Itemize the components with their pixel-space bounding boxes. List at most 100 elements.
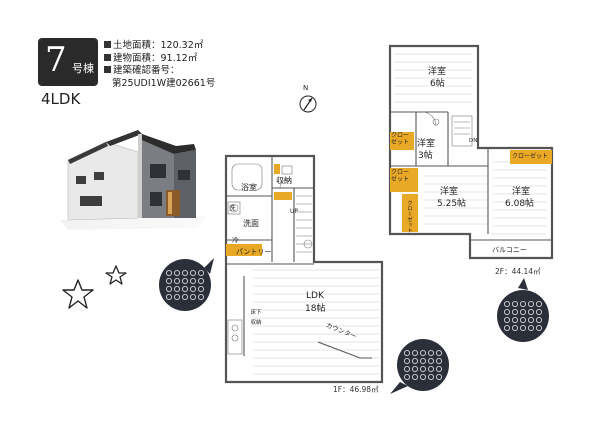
ldk-size: 18帖 xyxy=(305,304,326,314)
building-area: 建物面積：91.12㎡ xyxy=(113,52,198,64)
house-illustration xyxy=(60,130,206,230)
bubble-dot xyxy=(182,277,189,284)
bubble-dot xyxy=(536,308,543,315)
bullet-square-icon xyxy=(104,53,111,61)
pantry-label: パントリー xyxy=(236,248,272,256)
closet-3-label: クローゼット xyxy=(406,200,412,233)
bubble-dot xyxy=(173,277,180,284)
bubble-dot xyxy=(165,277,172,284)
bubble-dot xyxy=(503,308,510,315)
bubble-dot xyxy=(411,366,418,373)
washroom-label: 洗面 xyxy=(243,219,259,228)
star-decoration xyxy=(62,265,127,309)
floor-storage-label: 床下収納 xyxy=(250,310,262,326)
bubble-dot xyxy=(536,317,543,324)
bubble-dot xyxy=(428,374,435,381)
bubble-dot xyxy=(503,325,510,332)
bubble-dot xyxy=(428,349,435,356)
speech-bubble-icon xyxy=(390,339,449,394)
wash-machine-label: 洗 xyxy=(229,204,236,212)
bubble-dot xyxy=(411,374,418,381)
bubble-dot xyxy=(503,300,510,307)
bubble-dot xyxy=(528,325,535,332)
closet-2-label: クロー ゼット xyxy=(391,169,410,183)
bubble-dot xyxy=(198,294,205,301)
bubble-dot xyxy=(436,374,443,381)
land-area: 土地面積：120.32㎡ xyxy=(113,40,204,51)
bubble-dot xyxy=(420,349,427,356)
bubble-dot xyxy=(173,269,180,276)
closet-1-label: クロー ゼット xyxy=(391,132,410,146)
bubble-dot xyxy=(165,286,172,293)
bubble-dot xyxy=(520,325,527,332)
building-number: 7 xyxy=(45,40,67,80)
bubble-dot xyxy=(503,317,510,324)
bubble-dot xyxy=(536,325,543,332)
building-number-badge: 7 号棟 xyxy=(38,38,98,86)
compass-label: N xyxy=(303,84,309,92)
bubble-dot xyxy=(411,357,418,364)
compass-icon xyxy=(299,95,317,113)
layout-type: 4LDK xyxy=(41,90,81,108)
bubble-dot xyxy=(436,366,443,373)
western-room-1-label: 洋室 xyxy=(428,67,447,77)
bubble-dot xyxy=(182,269,189,276)
western-room-4-label: 洋室 xyxy=(512,187,531,197)
fridge-label: 冷 xyxy=(232,236,239,244)
bubble-dot xyxy=(536,300,543,307)
bubble-dot xyxy=(528,308,535,315)
building-suffix: 号棟 xyxy=(72,62,94,75)
western-room-1-size: 6帖 xyxy=(430,79,445,89)
first-floor-plan xyxy=(224,154,384,384)
bubble-dot xyxy=(511,308,518,315)
bubble-dot xyxy=(403,366,410,373)
bubble-dot xyxy=(190,286,197,293)
bubble-dot xyxy=(436,357,443,364)
bubble-dot xyxy=(420,374,427,381)
bubble-dot xyxy=(190,269,197,276)
western-room-2-size: 3帖 xyxy=(418,151,433,161)
bubble-dot xyxy=(403,357,410,364)
bubble-dot xyxy=(198,269,205,276)
bubble-dot xyxy=(173,294,180,301)
storage-label: 収納 xyxy=(276,176,292,185)
bubble-dot xyxy=(528,300,535,307)
bubble-dot xyxy=(411,349,418,356)
closet-4-label: クローゼット xyxy=(512,153,549,160)
bubble-dot xyxy=(182,294,189,301)
bubble-dot xyxy=(198,286,205,293)
second-floor-plan xyxy=(388,44,554,260)
bubble-dot xyxy=(428,366,435,373)
bubble-dot xyxy=(420,357,427,364)
speech-bubble-icon xyxy=(159,258,214,311)
bubble-dot xyxy=(511,325,518,332)
bubble-dot xyxy=(528,317,535,324)
bubble-dot xyxy=(511,317,518,324)
property-info: 土地面積：120.32㎡ 建物面積：91.12㎡ 建築確認番号： 第25UDI1… xyxy=(104,40,215,90)
western-room-3-size: 5.25帖 xyxy=(437,199,467,209)
bubble-dot xyxy=(520,317,527,324)
bubble-dot xyxy=(428,357,435,364)
permit-label: 建築確認番号： xyxy=(113,65,180,76)
bubble-dot xyxy=(511,300,518,307)
permit-number: 第25UDI1W建02661号 xyxy=(112,77,216,89)
bubble-dot xyxy=(436,349,443,356)
first-floor-area: 1F：46.98㎡ xyxy=(333,385,379,394)
speech-bubble-icon xyxy=(497,278,549,342)
dn-label: DN xyxy=(469,138,478,144)
ldk-label: LDK xyxy=(306,291,324,301)
bath-label: 浴室 xyxy=(241,183,257,192)
bubble-dot xyxy=(182,286,189,293)
up-label: UP xyxy=(290,208,299,215)
bubble-dot xyxy=(420,366,427,373)
bubble-dot xyxy=(403,349,410,356)
bullet-square-icon xyxy=(104,41,111,48)
second-floor-area: 2F：44.14㎡ xyxy=(495,267,541,276)
balcony-label: バルコニー xyxy=(492,246,527,254)
bullet-square-icon xyxy=(104,66,111,73)
bubble-dot xyxy=(190,294,197,301)
bubble-dot xyxy=(198,277,205,284)
bubble-dot xyxy=(165,269,172,276)
western-room-3-label: 洋室 xyxy=(440,187,459,197)
bubble-dot xyxy=(190,277,197,284)
